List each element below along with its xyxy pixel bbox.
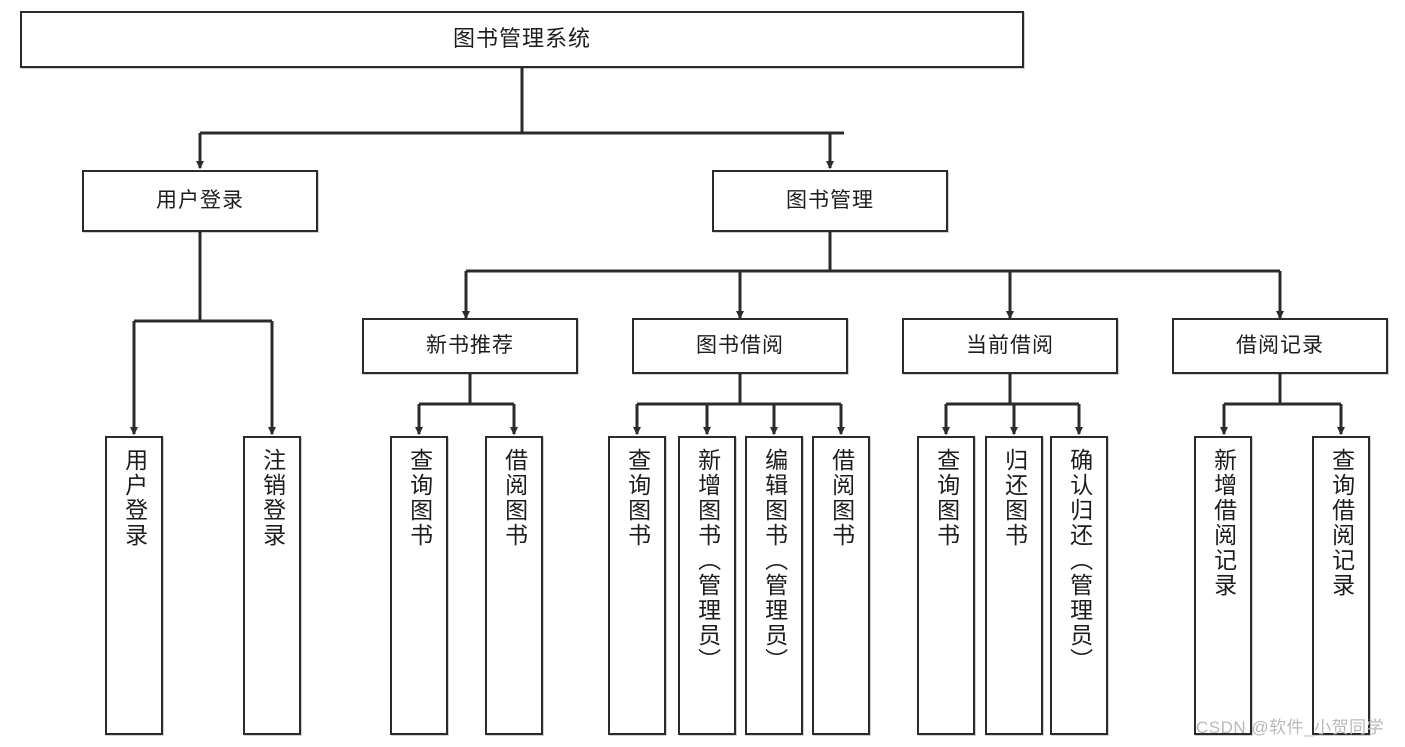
node-root-label: 图书管理系统 <box>452 26 591 52</box>
node-new-book-recommend-label: 新书推荐 <box>426 334 514 358</box>
leaf-add-book-admin-label: 新增图书（管理员） <box>694 448 721 673</box>
leaf-confirm-return-admin-label: 确认归还（管理员） <box>1066 448 1093 673</box>
node-book-borrow-label: 图书借阅 <box>696 334 784 358</box>
leaf-query-book-2[interactable]: 查询图书 <box>608 436 666 735</box>
node-current-borrow[interactable]: 当前借阅 <box>902 318 1118 374</box>
node-book-borrow[interactable]: 图书借阅 <box>632 318 848 374</box>
leaf-query-book-3[interactable]: 查询图书 <box>917 436 975 735</box>
leaf-query-book-3-label: 查询图书 <box>933 448 960 548</box>
leaf-query-borrow-record[interactable]: 查询借阅记录 <box>1312 436 1370 735</box>
leaf-return-book-label: 归还图书 <box>1001 448 1028 548</box>
leaf-confirm-return-admin[interactable]: 确认归还（管理员） <box>1050 436 1108 735</box>
leaf-add-book-admin[interactable]: 新增图书（管理员） <box>678 436 736 735</box>
leaf-borrow-book-1[interactable]: 借阅图书 <box>485 436 543 735</box>
leaf-borrow-book-1-label: 借阅图书 <box>501 448 528 548</box>
leaf-logout-login[interactable]: 注销登录 <box>243 436 301 735</box>
leaf-borrow-book-2[interactable]: 借阅图书 <box>812 436 870 735</box>
node-borrow-record-label: 借阅记录 <box>1236 334 1324 358</box>
leaf-edit-book-admin-label: 编辑图书（管理员） <box>761 448 788 673</box>
leaf-logout-login-label: 注销登录 <box>259 448 286 548</box>
leaf-edit-book-admin[interactable]: 编辑图书（管理员） <box>745 436 803 735</box>
node-root[interactable]: 图书管理系统 <box>20 11 1024 68</box>
node-book-manage-label: 图书管理 <box>786 189 874 213</box>
leaf-query-book-2-label: 查询图书 <box>624 448 651 548</box>
node-book-manage[interactable]: 图书管理 <box>712 170 948 232</box>
node-borrow-record[interactable]: 借阅记录 <box>1172 318 1388 374</box>
node-user-login[interactable]: 用户登录 <box>82 170 318 232</box>
leaf-return-book[interactable]: 归还图书 <box>985 436 1043 735</box>
node-current-borrow-label: 当前借阅 <box>966 334 1054 358</box>
leaf-query-book-1-label: 查询图书 <box>406 448 433 548</box>
leaf-add-borrow-record[interactable]: 新增借阅记录 <box>1194 436 1252 735</box>
leaf-query-book-1[interactable]: 查询图书 <box>390 436 448 735</box>
leaf-user-login-label: 用户登录 <box>121 448 148 548</box>
node-new-book-recommend[interactable]: 新书推荐 <box>362 318 578 374</box>
node-user-login-label: 用户登录 <box>156 189 244 213</box>
leaf-user-login[interactable]: 用户登录 <box>105 436 163 735</box>
leaf-add-borrow-record-label: 新增借阅记录 <box>1210 448 1237 598</box>
leaf-borrow-book-2-label: 借阅图书 <box>828 448 855 548</box>
leaf-query-borrow-record-label: 查询借阅记录 <box>1328 448 1355 598</box>
